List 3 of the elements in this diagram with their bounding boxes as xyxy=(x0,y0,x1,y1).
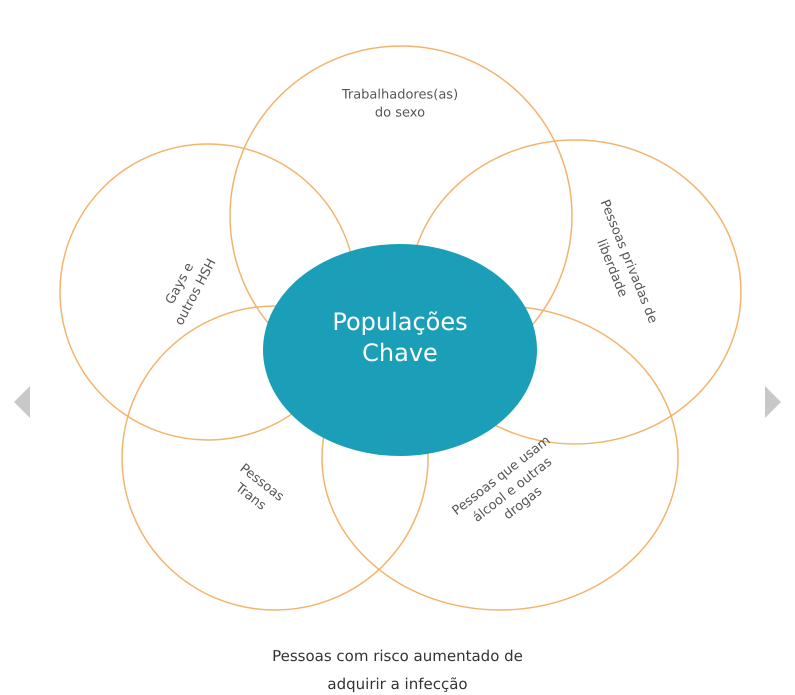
caption: Pessoas com risco aumentado de adquirir a infecção xyxy=(271,646,524,695)
center-title: Populações Chave xyxy=(325,306,475,370)
category-label: Trabalhadores(as) do sexo xyxy=(332,86,468,122)
